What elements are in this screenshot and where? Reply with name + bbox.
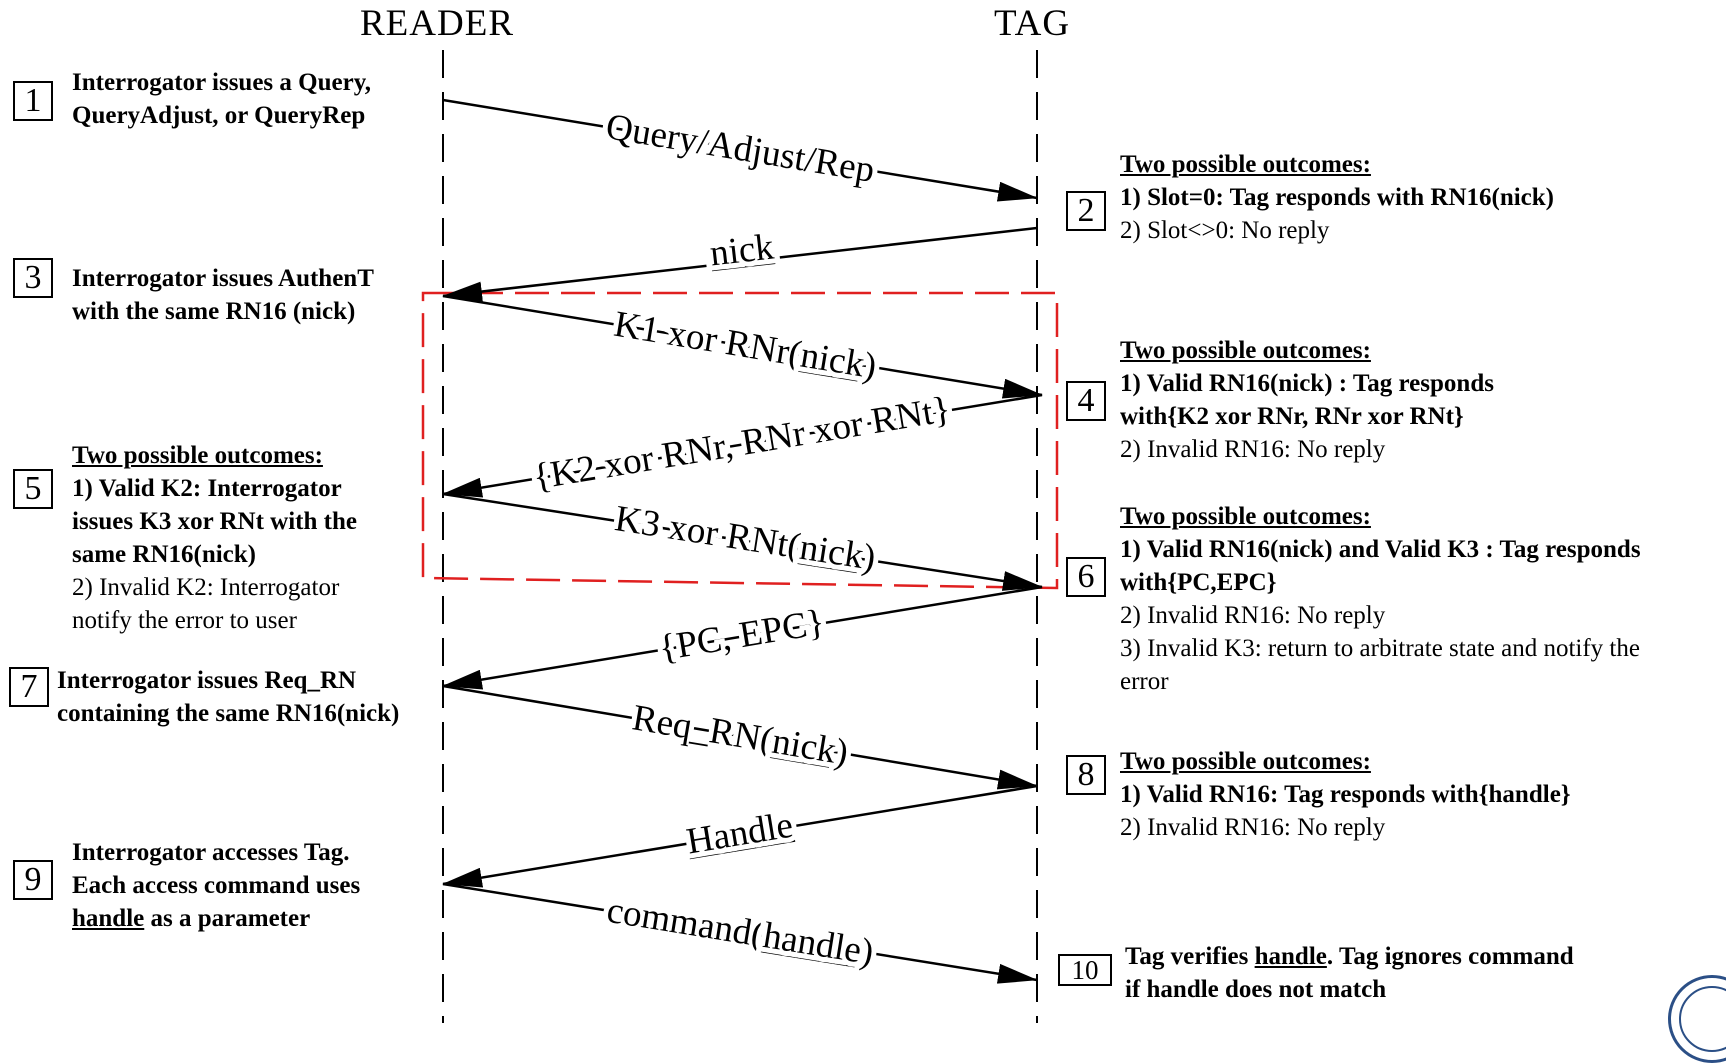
step-5-line-5: notify the error to user <box>72 607 297 634</box>
step-8-text: Two possible outcomes: 1) Valid RN16: Ta… <box>1120 745 1571 844</box>
step-10-handle-word: handle <box>1254 943 1327 970</box>
step-7-line-1: Interrogator issues Req_RN <box>57 667 357 694</box>
step-5-line-4: 2) Invalid K2: Interrogator <box>72 574 340 601</box>
arrow-k2 <box>442 393 1043 498</box>
step-10-line-2: if handle does not match <box>1125 976 1387 1003</box>
step-8-number: 8 <box>1066 755 1106 795</box>
step-4-number: 4 <box>1066 381 1106 421</box>
step-3-text: Interrogator issues AuthenT with the sam… <box>72 262 374 328</box>
step-9-line-1: Interrogator accesses Tag. <box>72 839 350 866</box>
msg-handle-label: Handle <box>684 805 796 863</box>
step-7-number: 7 <box>9 667 49 707</box>
step-10-line-1: Tag verifies handle. Tag ignores command <box>1125 940 1574 973</box>
step-10-pre: Tag verifies <box>1125 943 1255 970</box>
step-5-heading: Two possible outcomes: <box>72 442 323 469</box>
msg-nick-label: nick <box>708 226 776 274</box>
step-3-line-1: Interrogator issues AuthenT <box>72 265 374 292</box>
step-5-line-3: same RN16(nick) <box>72 541 257 568</box>
step-1-line-1: Interrogator issues a Query, <box>72 69 372 96</box>
step-6-line-3: 2) Invalid RN16: No reply <box>1120 602 1386 629</box>
step-2-heading: Two possible outcomes: <box>1120 151 1371 178</box>
step-8-line-2: 2) Invalid RN16: No reply <box>1120 814 1386 841</box>
step-3-line-2: with the same RN16 (nick) <box>72 298 356 325</box>
step-4-line-1: 1) Valid RN16(nick) : Tag responds <box>1120 370 1494 397</box>
sequence-diagram-canvas: Query/Adjust/Rep nick K1 xor RNr(nick) {… <box>421 50 1059 1023</box>
step-9-line-3: handle as a parameter <box>72 902 360 935</box>
arrow-pc-epc <box>442 585 1043 690</box>
step-6-line-5: error <box>1120 668 1169 695</box>
arrow-command <box>442 882 1038 984</box>
msg-k3-label: K3 xor RNt(nick) <box>612 498 878 579</box>
step-6-number: 6 <box>1066 557 1106 597</box>
msg-k2-label: {K2 xor RNr, RNr xor RNt} <box>530 389 954 498</box>
step-9-number: 9 <box>13 860 53 900</box>
step-1-line-2: QueryAdjust, or QueryRep <box>72 102 366 129</box>
arrow-nick <box>442 226 1038 302</box>
step-6-line-1: 1) Valid RN16(nick) and Valid K3 : Tag r… <box>1120 536 1641 563</box>
step-5-line-1: 1) Valid K2: Interrogator <box>72 475 342 502</box>
step-9-line-3-rest: as a parameter <box>144 905 311 932</box>
arrow-query <box>442 98 1038 202</box>
msg-command-label: command(handle) <box>604 890 876 974</box>
step-7-text: Interrogator issues Req_RN containing th… <box>57 664 399 730</box>
step-9-handle-word: handle <box>72 905 145 932</box>
tag-column-title: TAG <box>994 3 1071 44</box>
step-3-number: 3 <box>13 258 53 298</box>
msg-query-label: Query/Adjust/Rep <box>603 106 877 191</box>
arrow-req-rn <box>442 684 1038 790</box>
step-2-line-1: 1) Slot=0: Tag responds with RN16(nick) <box>1120 184 1554 211</box>
step-6-text: Two possible outcomes: 1) Valid RN16(nic… <box>1120 500 1641 698</box>
step-1-number: 1 <box>13 81 53 121</box>
arrow-k3 <box>442 492 1043 591</box>
step-5-number: 5 <box>13 469 53 509</box>
reader-column-title: READER <box>360 3 514 44</box>
step-9-text: Interrogator accesses Tag. Each access c… <box>72 836 360 935</box>
step-7-line-2: containing the same RN16(nick) <box>57 700 400 727</box>
msg-req-rn-label: Req_RN(nick) <box>629 697 851 773</box>
step-5-text: Two possible outcomes: 1) Valid K2: Inte… <box>72 439 357 637</box>
step-9-line-2: Each access command uses <box>72 872 361 899</box>
step-4-heading: Two possible outcomes: <box>1120 337 1371 364</box>
step-4-text: Two possible outcomes: 1) Valid RN16(nic… <box>1120 334 1494 466</box>
step-4-line-3: 2) Invalid RN16: No reply <box>1120 436 1386 463</box>
step-10-number: 10 <box>1058 954 1112 986</box>
msg-pc-epc-label: {PC, EPC} <box>656 602 828 670</box>
step-10-post: . Tag ignores command <box>1326 943 1574 970</box>
arrow-k1 <box>442 294 1043 399</box>
step-10-text: Tag verifies handle. Tag ignores command… <box>1125 940 1574 1006</box>
step-2-text: Two possible outcomes: 1) Slot=0: Tag re… <box>1120 148 1554 247</box>
step-8-line-1: 1) Valid RN16: Tag responds with{handle} <box>1120 781 1571 808</box>
step-6-heading: Two possible outcomes: <box>1120 503 1371 530</box>
arrow-handle <box>442 784 1038 888</box>
step-6-line-4: 3) Invalid K3: return to arbitrate state… <box>1120 635 1640 662</box>
step-4-line-2: with{K2 xor RNr, RNr xor RNt} <box>1120 403 1464 430</box>
msg-k1-label: K1 xor RNr(nick) <box>611 304 879 388</box>
step-6-line-2: with{PC,EPC} <box>1120 569 1277 596</box>
step-2-number: 2 <box>1066 191 1106 231</box>
step-8-heading: Two possible outcomes: <box>1120 748 1371 775</box>
step-2-line-2: 2) Slot<>0: No reply <box>1120 217 1330 244</box>
authentication-highlight-box <box>421 291 1059 590</box>
step-1-text: Interrogator issues a Query, QueryAdjust… <box>72 66 371 132</box>
step-5-line-2: issues K3 xor RNt with the <box>72 508 357 535</box>
